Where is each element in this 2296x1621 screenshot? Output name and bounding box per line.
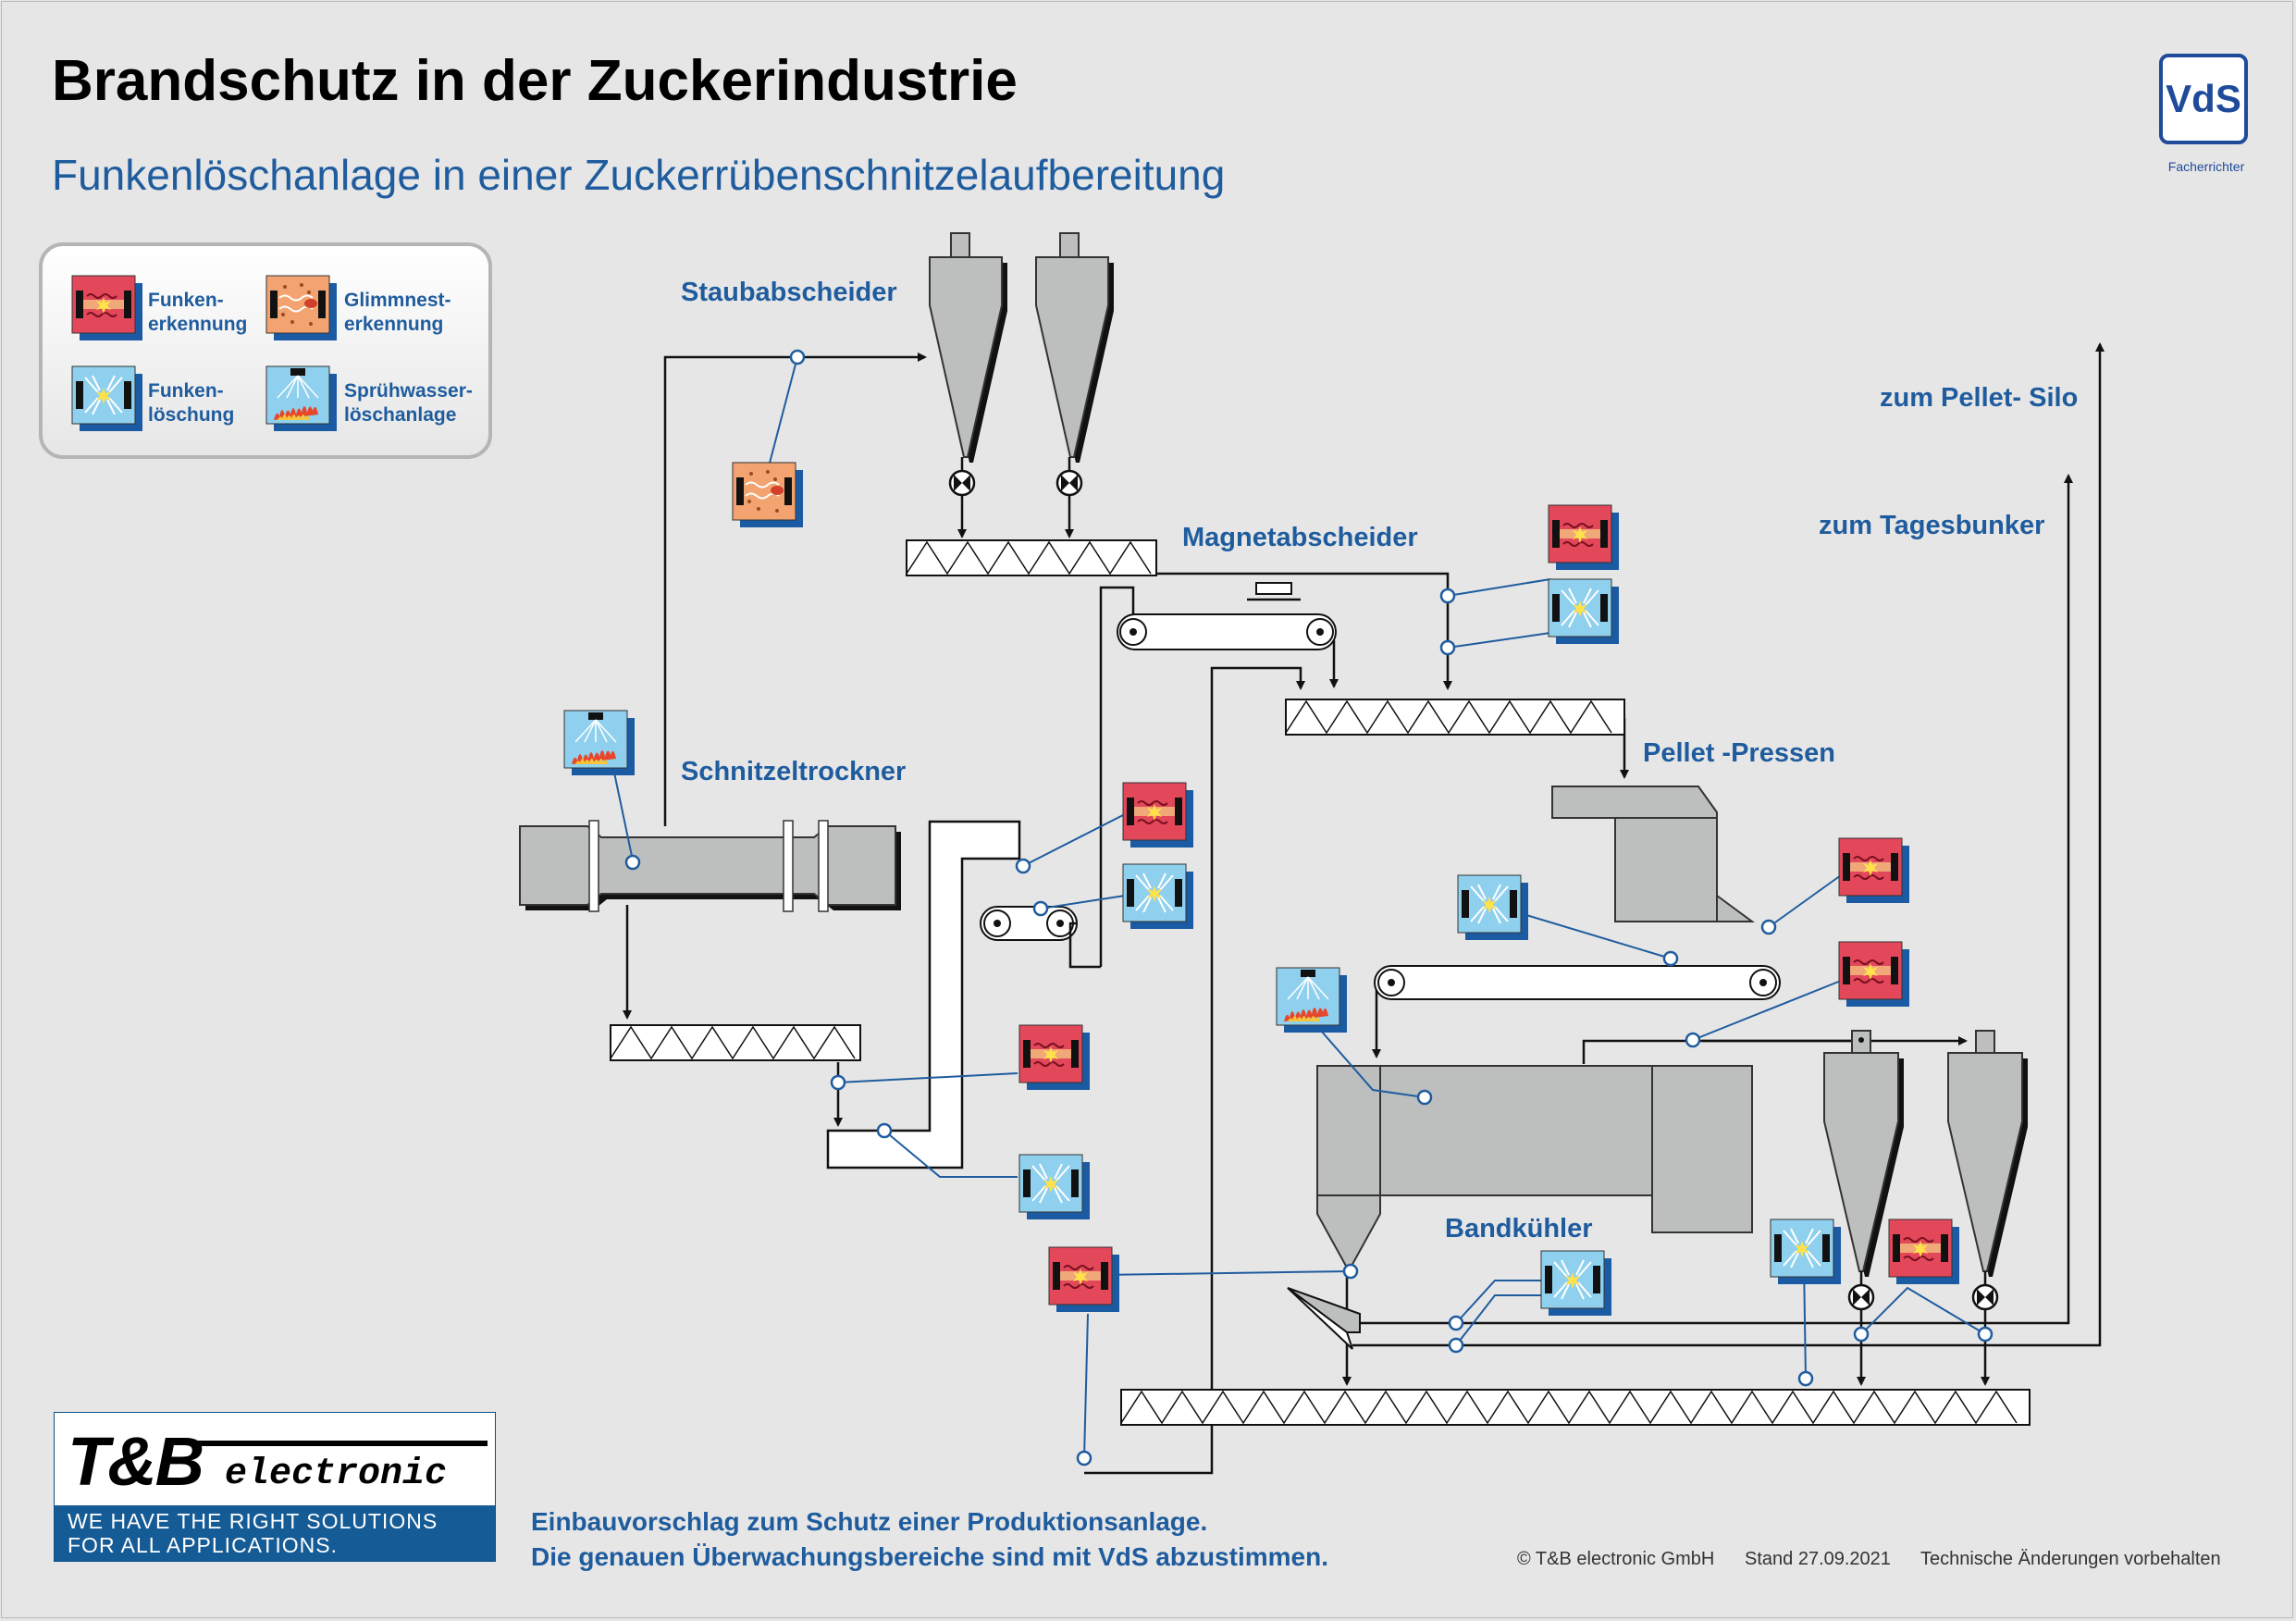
drum-dryer bbox=[519, 820, 901, 912]
pellet-press bbox=[1551, 786, 1756, 922]
classifier bbox=[1287, 1287, 1361, 1350]
legend-item-line: Sprühwasser- bbox=[344, 380, 473, 402]
label-pellet-silo: zum Pellet- Silo bbox=[1880, 383, 2079, 413]
legend-item-line: löschanlage bbox=[344, 404, 457, 426]
label-bandkuehler: Bandkühler bbox=[1445, 1214, 1593, 1244]
spark-detector-icon bbox=[1838, 837, 1910, 904]
label-magnetabscheider: Magnetabscheider bbox=[1182, 523, 1418, 552]
legend-item-line: Funken- bbox=[148, 380, 224, 402]
logo-name-main: T&B bbox=[68, 1423, 204, 1500]
logo-slogan-line: WE HAVE THE RIGHT SOLUTIONS bbox=[68, 1509, 438, 1533]
spark-extinguisher-icon bbox=[1457, 874, 1529, 941]
legend-item-spark-detection: Funken- erkennung bbox=[148, 289, 247, 337]
label-tagesbunker: zum Tagesbunker bbox=[1819, 511, 2045, 540]
spark-extinguisher-icon bbox=[1540, 1250, 1612, 1317]
ember-detector-icon bbox=[732, 462, 804, 528]
screw-conveyor-1 bbox=[906, 539, 1157, 576]
note-line: Einbauvorschlag zum Schutz einer Produkt… bbox=[531, 1507, 1208, 1536]
page-subtitle: Funkenlöschanlage in einer Zuckerrübensc… bbox=[52, 151, 1226, 199]
legend-item-spark-extinguishing: Funken- löschung bbox=[148, 379, 234, 427]
rotary-valve bbox=[948, 457, 976, 497]
water-spray-icon bbox=[1276, 967, 1348, 1033]
spark-extinguisher-icon bbox=[1770, 1219, 1842, 1285]
spark-extinguisher-icon bbox=[1122, 863, 1194, 930]
spark-detector-icon bbox=[1548, 504, 1620, 571]
installation-note: Einbauvorschlag zum Schutz einer Produkt… bbox=[531, 1504, 1328, 1575]
legend-item-water-spray: Sprühwasser- löschanlage bbox=[344, 379, 473, 427]
sensor-nodes bbox=[624, 349, 1994, 1466]
legend-item-line: löschung bbox=[148, 404, 235, 426]
page-title: Brandschutz in der Zuckerindustrie bbox=[52, 49, 1018, 113]
company-logo: T&B electronic WE HAVE THE RIGHT SOLUTIO… bbox=[54, 1412, 496, 1562]
screw-conveyor-4 bbox=[1120, 1389, 2031, 1426]
small-belt-conveyor bbox=[980, 906, 1101, 969]
rotary-valve bbox=[1971, 1271, 1999, 1311]
cyclone-2 bbox=[1035, 232, 1114, 463]
legend-item-ember-detection: Glimmnest- erkennung bbox=[344, 289, 451, 337]
process-equipment bbox=[519, 232, 2031, 1426]
rotary-valve bbox=[1847, 1271, 1875, 1311]
legend-item-line: Glimmnest- bbox=[344, 290, 451, 311]
spark-detector-icon bbox=[1122, 782, 1194, 848]
label-pellet-pressen: Pellet -Pressen bbox=[1643, 738, 1835, 768]
spark-detector-icon bbox=[71, 275, 143, 341]
note-line: Die genauen Überwachungsbereiche sind mi… bbox=[531, 1542, 1328, 1571]
legend-item-line: erkennung bbox=[148, 314, 248, 335]
spark-extinguisher-icon bbox=[1018, 1154, 1091, 1220]
belt-conveyor-2 bbox=[1374, 965, 1781, 1000]
logo-rule bbox=[193, 1441, 488, 1446]
spark-detector-icon bbox=[1018, 1024, 1091, 1091]
screw-conveyor-3 bbox=[610, 1024, 861, 1061]
logo-name-sub: electronic bbox=[225, 1454, 448, 1495]
footer-disclaimer: Technische Änderungen vorbehalten bbox=[1920, 1549, 2221, 1569]
legend: Funken- erkennung Glimmnest- erkennung F… bbox=[39, 242, 492, 459]
belt-cooler bbox=[1316, 1065, 1753, 1268]
legend-item-line: erkennung bbox=[344, 314, 444, 335]
spark-extinguisher-icon bbox=[1548, 578, 1620, 645]
vds-badge-text: VdS bbox=[2166, 77, 2241, 120]
ember-detector-icon bbox=[265, 275, 338, 341]
legend-item-line: Funken- bbox=[148, 290, 224, 311]
legend-icons bbox=[71, 275, 338, 432]
spark-detector-icon bbox=[1838, 941, 1910, 1008]
water-spray-icon bbox=[563, 710, 636, 776]
bucket-elevator bbox=[826, 820, 1021, 1169]
vds-badge-caption: Facherrichter bbox=[2167, 159, 2245, 174]
cyclone-3 bbox=[1823, 1030, 1904, 1277]
logo-slogan: WE HAVE THE RIGHT SOLUTIONS FOR ALL APPL… bbox=[68, 1509, 438, 1557]
magnet-separator bbox=[1117, 582, 1337, 650]
footer-copyright: © T&B electronic GmbH bbox=[1517, 1549, 1715, 1569]
cyclone-4 bbox=[1947, 1030, 2028, 1277]
spark-detector-icon bbox=[1048, 1246, 1120, 1313]
screw-conveyor-2 bbox=[1285, 699, 1625, 736]
spark-detector-icon bbox=[1888, 1219, 1960, 1285]
cyclone-1 bbox=[929, 232, 1007, 463]
water-spray-icon bbox=[265, 365, 338, 432]
vds-badge: VdS bbox=[2159, 54, 2248, 144]
footer-date: Stand 27.09.2021 bbox=[1745, 1549, 1891, 1569]
logo-slogan-line: FOR ALL APPLICATIONS. bbox=[68, 1533, 338, 1557]
logo-band bbox=[55, 1505, 495, 1561]
label-staubabscheider: Staubabscheider bbox=[681, 278, 897, 307]
label-schnitzeltrockner: Schnitzeltrockner bbox=[681, 757, 907, 786]
rotary-valve bbox=[1055, 457, 1083, 497]
spark-extinguisher-icon bbox=[71, 365, 143, 432]
